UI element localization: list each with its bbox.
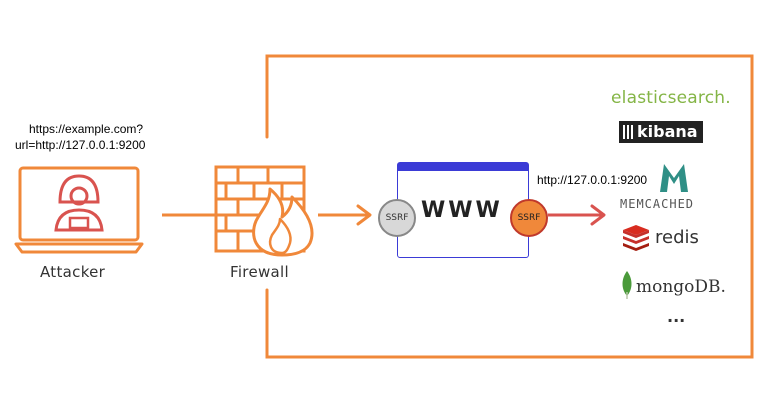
memcached-text: MEMCACHED	[620, 197, 695, 211]
ssrf-inbound-label: SSRF	[385, 213, 409, 223]
www-text: WWW	[421, 198, 503, 223]
ssrf-inbound-badge: SSRF	[378, 199, 416, 237]
attacker-laptop-icon	[14, 166, 144, 254]
more-services-ellipsis: ...	[667, 307, 686, 326]
ssrf-outbound-badge: SSRF	[510, 199, 548, 237]
attacker-label: Attacker	[40, 263, 106, 281]
mongodb-leaf-icon	[622, 271, 632, 299]
redis-text: redis	[655, 227, 699, 248]
ssrf-outbound-label: SSRF	[517, 213, 541, 223]
request-url-line1: https://example.com?	[29, 122, 144, 136]
firewall-icon	[214, 165, 314, 257]
mongodb-text: mongoDB.	[636, 277, 726, 297]
elasticsearch-logo: elasticsearch.	[611, 88, 731, 108]
arrow-attacker-to-firewall	[162, 213, 216, 217]
redis-icon	[623, 225, 649, 251]
kibana-icon	[623, 124, 635, 139]
memcached-icon	[660, 164, 688, 192]
kibana-text: kibana	[637, 122, 698, 141]
arrow-server-to-services	[548, 204, 606, 226]
arrow-firewall-to-server	[318, 204, 372, 226]
firewall-label: Firewall	[230, 263, 289, 281]
window-title-bar	[398, 163, 528, 171]
web-server-window	[397, 162, 529, 258]
kibana-logo: kibana	[619, 121, 703, 143]
request-url-line2: url=http://127.0.0.1:9200	[15, 138, 146, 152]
internal-url: http://127.0.0.1:9200	[537, 173, 648, 187]
